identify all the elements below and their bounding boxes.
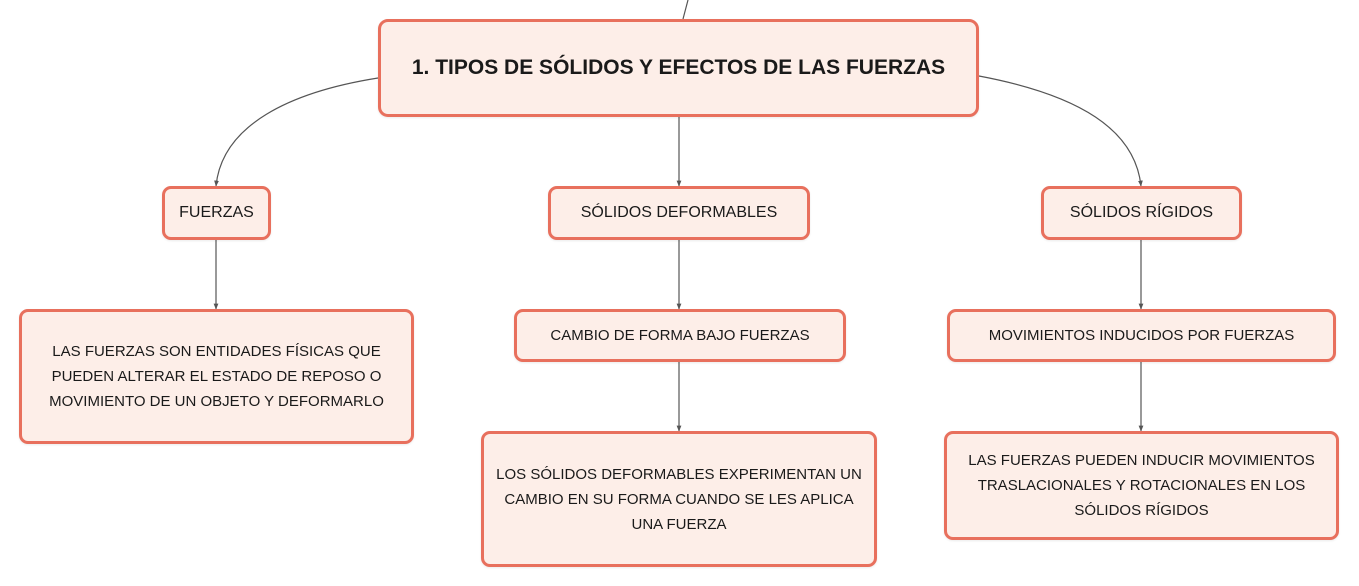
branch-label-solidos-rigidos: SÓLIDOS RÍGIDOS (1069, 204, 1214, 221)
branch-label-solidos-deformables: SÓLIDOS DEFORMABLES (580, 204, 778, 221)
incoming-connector (682, 0, 689, 20)
movimientos-inducidos-label: MOVIMIENTOS INDUCIDOS POR FUERZAS (988, 327, 1295, 344)
root-topic-node[interactable]: 1. TIPOS DE SÓLIDOS Y EFECTOS DE LAS FUE… (378, 19, 979, 117)
deformables-description-label: LOS SÓLIDOS DEFORMABLES EXPERIMENTAN UN … (496, 465, 862, 533)
rigidos-description-node[interactable]: LAS FUERZAS PUEDEN INDUCIR MOVIMIENTOS T… (944, 431, 1339, 540)
branch-node-solidos-rigidos[interactable]: SÓLIDOS RÍGIDOS (1041, 186, 1242, 240)
cambio-forma-node[interactable]: CAMBIO DE FORMA BAJO FUERZAS (514, 309, 846, 362)
movimientos-inducidos-node[interactable]: MOVIMIENTOS INDUCIDOS POR FUERZAS (947, 309, 1336, 362)
branch-node-solidos-deformables[interactable]: SÓLIDOS DEFORMABLES (548, 186, 810, 240)
root-topic-label: 1. TIPOS DE SÓLIDOS Y EFECTOS DE LAS FUE… (411, 56, 946, 79)
rigidos-description-label: LAS FUERZAS PUEDEN INDUCIR MOVIMIENTOS T… (968, 452, 1315, 519)
connector-root-fuerzas (214, 77, 379, 187)
fuerzas-description-node[interactable]: LAS FUERZAS SON ENTIDADES FÍSICAS QUE PU… (19, 309, 414, 444)
branch-label-fuerzas: FUERZAS (179, 204, 254, 221)
deformables-description-node[interactable]: LOS SÓLIDOS DEFORMABLES EXPERIMENTAN UN … (481, 431, 877, 567)
connector-root-rigidos (978, 75, 1143, 187)
branch-node-fuerzas[interactable]: FUERZAS (162, 186, 271, 240)
cambio-forma-label: CAMBIO DE FORMA BAJO FUERZAS (550, 327, 810, 344)
fuerzas-description-label: LAS FUERZAS SON ENTIDADES FÍSICAS QUE PU… (49, 343, 384, 410)
